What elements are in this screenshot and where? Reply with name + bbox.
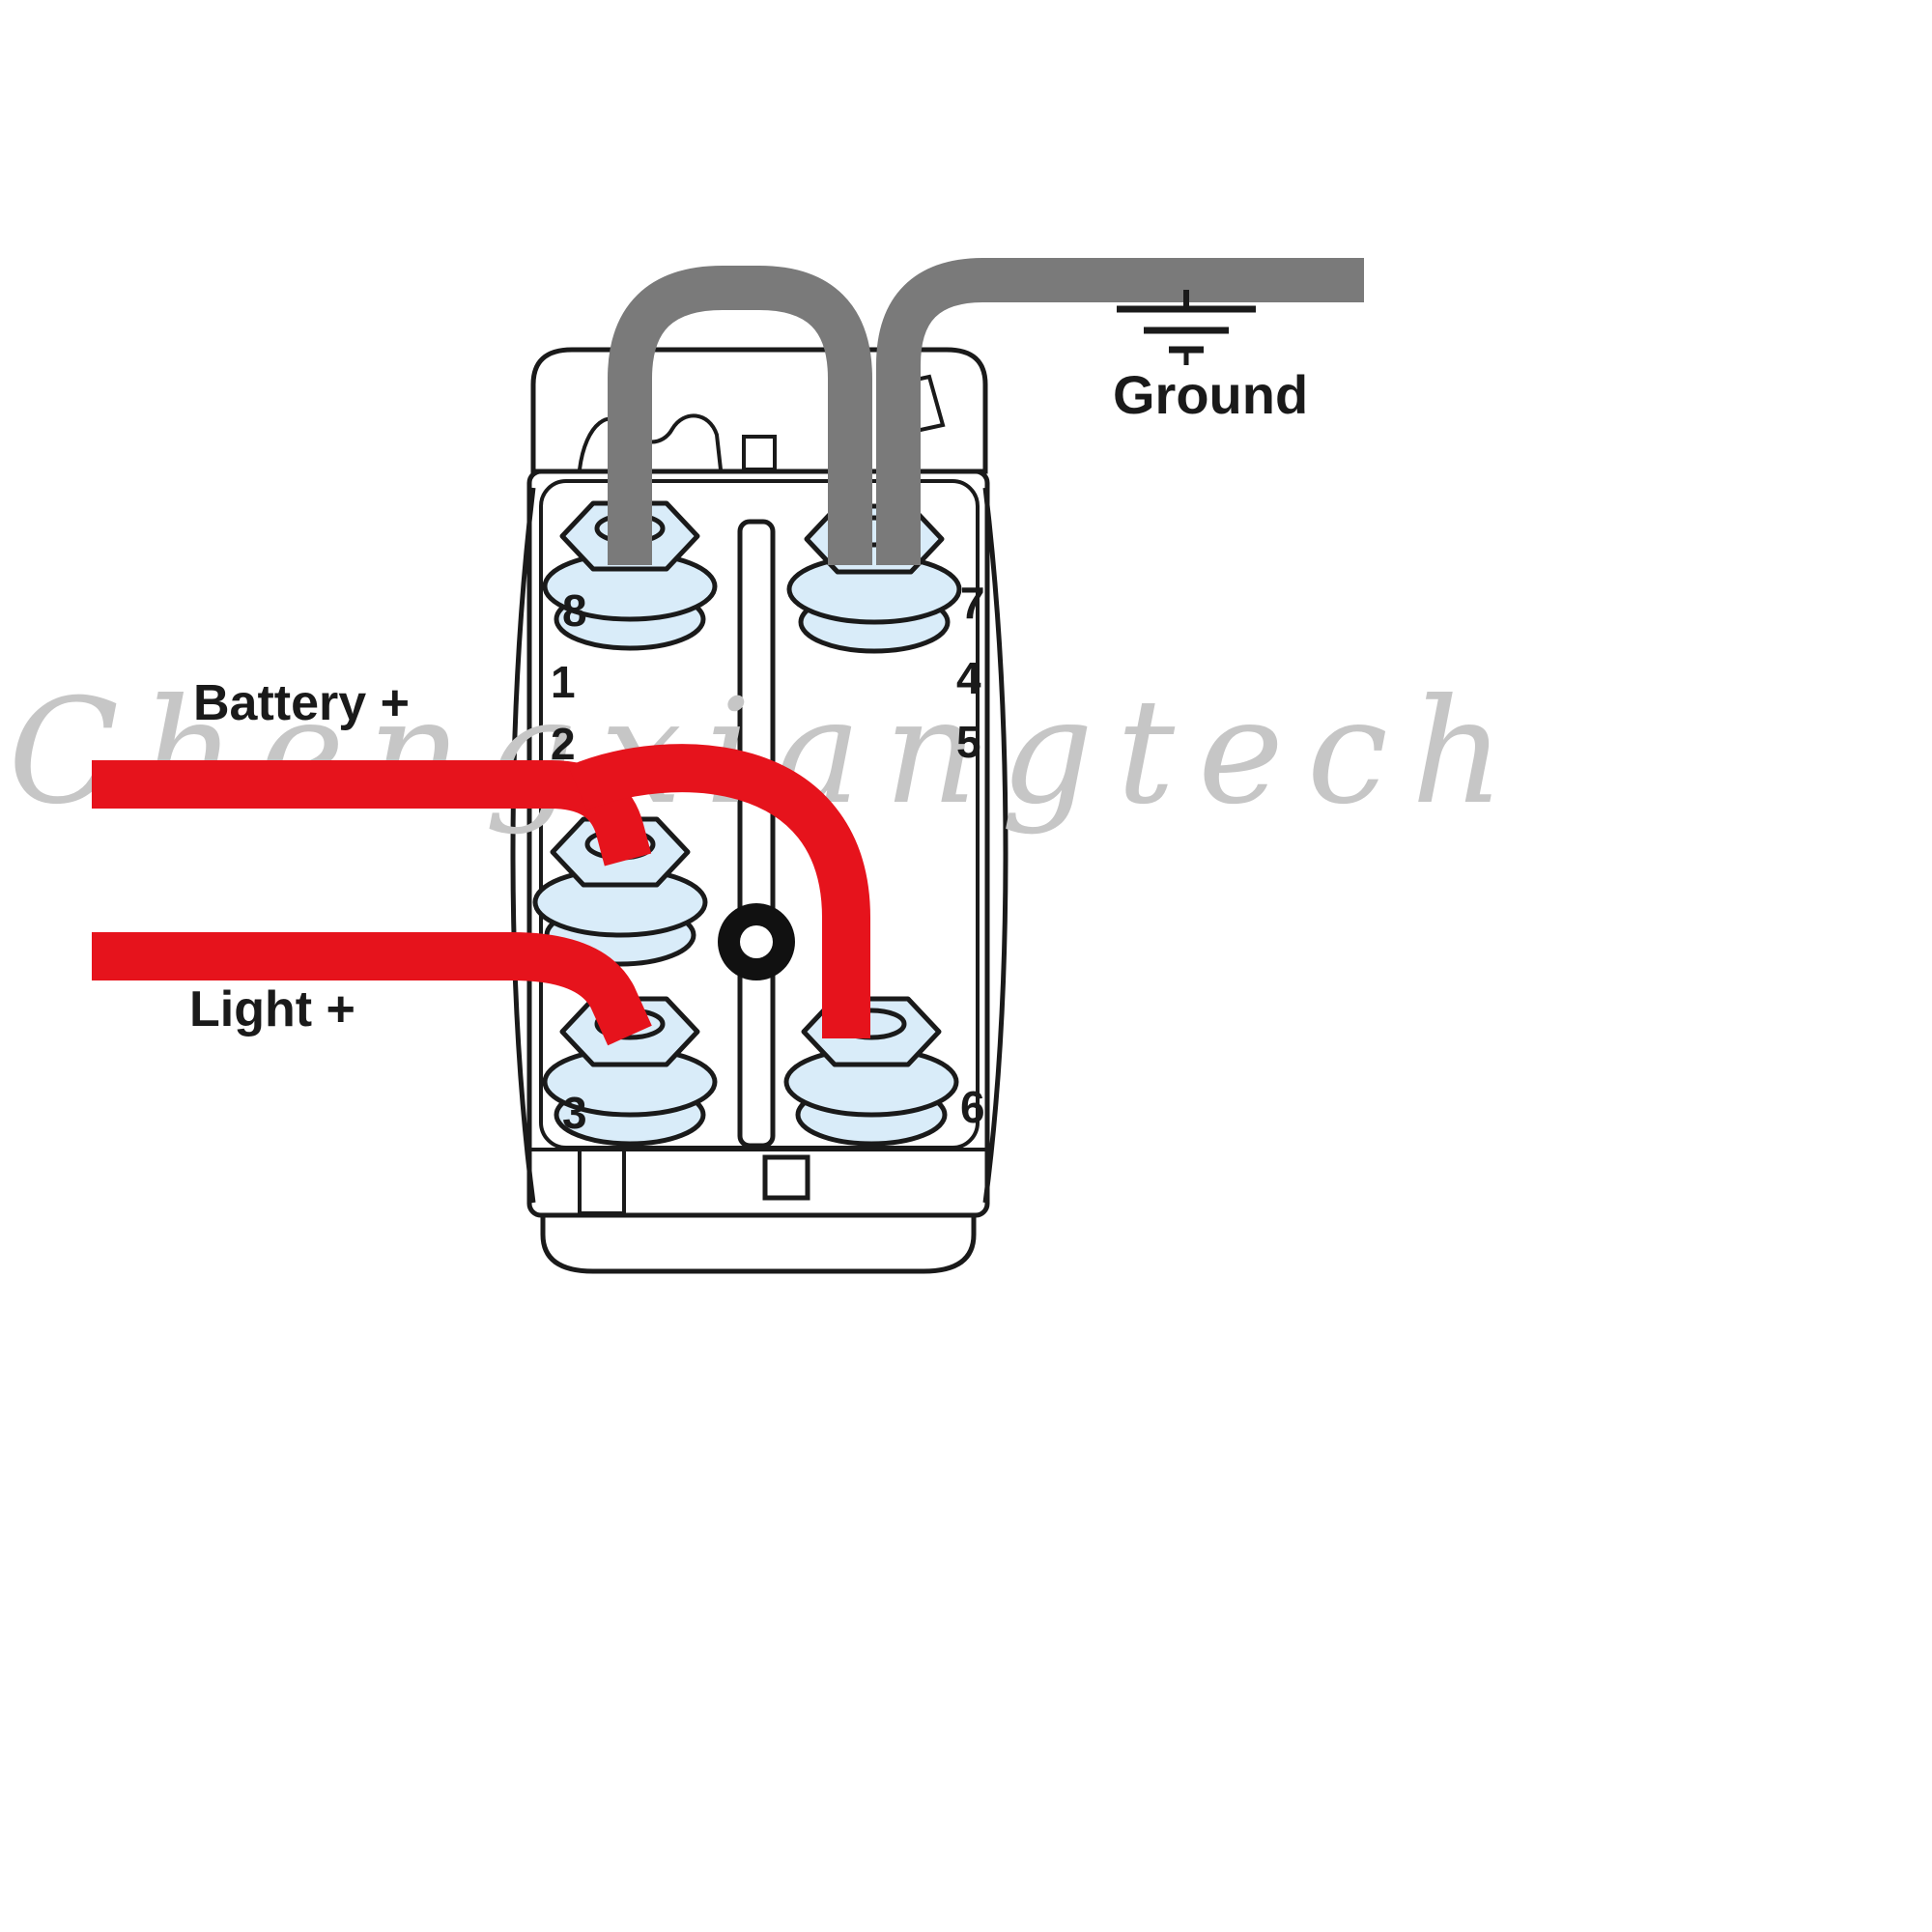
- housing-left-bulge: [510, 487, 536, 1204]
- terminal-label-6: 6: [960, 1082, 985, 1132]
- terminal-label-8: 8: [562, 585, 587, 636]
- bottom-left-slot: [578, 1148, 626, 1215]
- ground-wire: [876, 258, 1364, 565]
- pivot-ring-hole: [740, 925, 773, 958]
- label-light-positive: Light +: [189, 981, 355, 1037]
- housing-right-bulge: [982, 487, 1009, 1204]
- cap-center-tab: [742, 435, 777, 471]
- bottom-center-square: [762, 1154, 810, 1201]
- terminal-label-5: 5: [956, 717, 981, 767]
- center-channel: [737, 519, 776, 1149]
- light-positive-wire: [92, 932, 652, 1046]
- terminal-label-3: 3: [562, 1088, 587, 1138]
- jumper-wire-terminal2-to-terminal6: [568, 744, 870, 1038]
- jumper-wire-terminal8-to-terminal7: [608, 266, 872, 565]
- switch-bottom-cap: [540, 1215, 977, 1274]
- label-ground: Ground: [1113, 364, 1308, 425]
- ground-wires: [608, 258, 1364, 565]
- hot-wires: [92, 744, 870, 1046]
- terminal-6: [786, 999, 956, 1144]
- terminal-7: [789, 506, 959, 651]
- label-battery-positive: Battery +: [193, 675, 410, 731]
- terminal-label-1: 1: [551, 657, 576, 707]
- terminal-label-4: 4: [956, 653, 981, 703]
- terminal-label-7: 7: [960, 578, 985, 628]
- earth-ground-icon: [1117, 290, 1256, 365]
- terminal-label-2: 2: [551, 719, 576, 769]
